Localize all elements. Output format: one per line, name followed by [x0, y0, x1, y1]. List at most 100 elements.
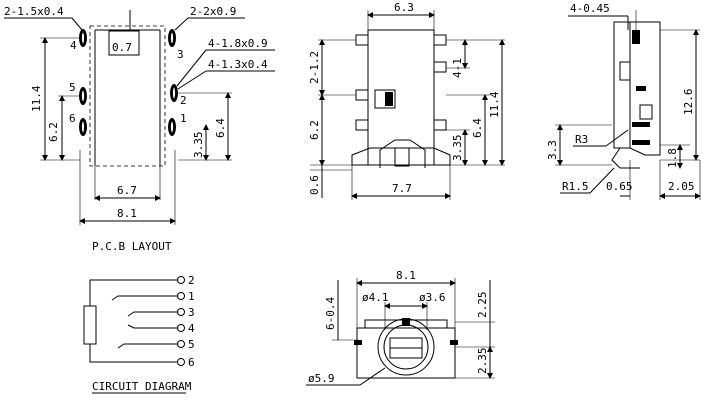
- pad-4-hole: [80, 31, 86, 45]
- dim-bottom-dia-5-9: ø5.9: [308, 372, 335, 385]
- terminal-2-icon: [177, 276, 185, 284]
- pad-1-hole: [169, 120, 175, 134]
- front-body-outline: [367, 29, 435, 166]
- circuit-wire-4: [127, 324, 178, 329]
- terminal-label-5: 5: [188, 338, 195, 351]
- pcb-body-outline: [89, 25, 166, 167]
- terminal-label-4: 4: [188, 322, 195, 335]
- circuit-jack-body: [83, 305, 97, 345]
- dim-bottom-8-1: 8.1: [117, 207, 137, 220]
- dim-top-right-holes: 2-2x0.9: [190, 5, 236, 18]
- dim-front-11-4: 11.4: [488, 91, 501, 118]
- circuit-wire-6: [89, 344, 178, 363]
- dim-side-0-65: 0.65: [606, 180, 633, 193]
- dim-top-left-holes: 2-1.5x0.4: [4, 5, 64, 18]
- terminal-label-6: 6: [188, 356, 195, 369]
- dim-holes-18x09: 4-1.8x0.9: [208, 37, 268, 50]
- dim-bottom-dia-3-6: ø3.6: [419, 291, 446, 304]
- dim-front-6-2: 6.2: [308, 120, 321, 140]
- bottom-view: 8.1 ø4.1 ø3.6 6-0.4 2.25 2.35 ø5.9: [306, 269, 495, 386]
- front-pin-left-1: [355, 34, 369, 46]
- slot-width-label: 0.7: [112, 41, 132, 54]
- dim-front-7-7: 7.7: [392, 182, 412, 195]
- dim-front-top-6-3: 6.3: [394, 1, 414, 14]
- pcb-layout-title: P.C.B LAYOUT: [92, 240, 172, 253]
- terminal-4-icon: [177, 324, 185, 332]
- dim-holes-13x04: 4-1.3x0.4: [208, 58, 268, 71]
- pin-label-2: 2: [180, 94, 187, 107]
- terminal-3-icon: [177, 308, 185, 316]
- side-latch: [619, 61, 631, 81]
- pad-3-hole: [169, 31, 175, 45]
- bottom-outer-circle: [377, 318, 435, 376]
- front-pin-right-3: [433, 119, 447, 131]
- side-pin-mid: [636, 86, 646, 91]
- bottom-pin-right: [450, 340, 458, 345]
- terminal-1-icon: [177, 292, 185, 300]
- side-pin-window: [639, 104, 653, 120]
- dim-side-1-8: 1.8: [666, 148, 679, 168]
- front-pin-left-2: [355, 89, 369, 101]
- pin-label-6: 6: [69, 112, 76, 125]
- dim-left-6-2: 6.2: [47, 122, 60, 142]
- dim-bottom-view-8-1: 8.1: [396, 269, 416, 282]
- bottom-middle-circle: [383, 324, 429, 370]
- terminal-label-3: 3: [188, 306, 195, 319]
- front-pin-left-3: [355, 119, 369, 131]
- dim-front-6-4: 6.4: [471, 118, 484, 138]
- side-view: 4-0.45 12.6 R3 3.3 1.8 R1.5 0.65 2.0: [546, 2, 701, 200]
- pcb-pads: [79, 29, 178, 136]
- terminal-5-icon: [177, 340, 185, 348]
- leader-top-right-2: [174, 17, 189, 31]
- front-center-window: [374, 89, 396, 109]
- leader-r3-2: [605, 129, 629, 147]
- terminal-label-1: 1: [188, 290, 195, 303]
- leader-18x09-2: [176, 49, 207, 87]
- bottom-base-outline: [356, 327, 456, 379]
- front-barrel-inner: [394, 147, 410, 167]
- front-pin-right-1: [433, 34, 447, 46]
- circuit-diagram-title: CIRCUIT DIAGRAM: [92, 380, 192, 393]
- pad-2-hole: [171, 86, 177, 100]
- leader-top-left-2: [71, 17, 83, 31]
- slot-dim-box: [108, 30, 140, 56]
- pad-5-hole: [80, 89, 86, 103]
- pin-label-1: 1: [180, 112, 187, 125]
- dim-bottom-2-35: 2.35: [476, 348, 489, 375]
- leader-r1-5-2: [589, 167, 615, 194]
- dim-bottom-dia-4-1: ø4.1: [362, 291, 389, 304]
- front-center-contact: [385, 92, 393, 106]
- side-pin-low: [632, 122, 650, 127]
- circuit-wire-5: [117, 343, 178, 349]
- side-pin-top: [632, 30, 640, 44]
- leader-dia-5-9-2: [359, 367, 386, 386]
- circuit-diagram: 2 1 3 4 5 6 CIRCUIT DIAGRAM: [83, 274, 195, 394]
- dim-side-2-05: 2.05: [668, 180, 695, 193]
- circuit-wire-2-drop: [89, 279, 96, 306]
- pad-6-hole: [80, 120, 86, 134]
- front-barrel-outline: [379, 139, 426, 168]
- circuit-wire-3: [127, 311, 178, 317]
- dim-side-12-6: 12.6: [682, 89, 695, 116]
- front-view: 6.3 2-1.2 6.2 0.6 4-1 3.35 6.4 11.4 7.7: [308, 1, 505, 200]
- dim-bottom-6-7: 6.7: [117, 184, 137, 197]
- dim-side-3-3: 3.3: [546, 140, 559, 160]
- side-pin-bottom: [632, 140, 650, 145]
- dim-side-r3: R3: [575, 133, 588, 146]
- dim-front-3-35: 3.35: [451, 135, 464, 162]
- dim-bottom-2-25: 2.25: [476, 292, 489, 319]
- dim-right-3-35: 3.35: [192, 132, 205, 159]
- pin-label-5: 5: [69, 81, 76, 94]
- pcb-layout-view: 0.7 4 3 5 2 6 1 2-1.5x0.4 2-2x0.9: [4, 5, 275, 253]
- terminal-6-icon: [177, 358, 185, 366]
- dim-right-6-4: 6.4: [214, 118, 227, 138]
- bottom-pin-left: [354, 340, 362, 345]
- front-pin-right-2: [433, 61, 447, 73]
- dim-front-4-1: 4-1: [451, 58, 464, 78]
- dim-bottom-6-04: 6-0.4: [324, 297, 337, 330]
- terminal-label-2: 2: [188, 274, 195, 287]
- dim-side-r1-5: R1.5: [562, 180, 589, 193]
- circuit-wire-1: [111, 295, 178, 301]
- dim-left-11-4: 11.4: [30, 85, 43, 112]
